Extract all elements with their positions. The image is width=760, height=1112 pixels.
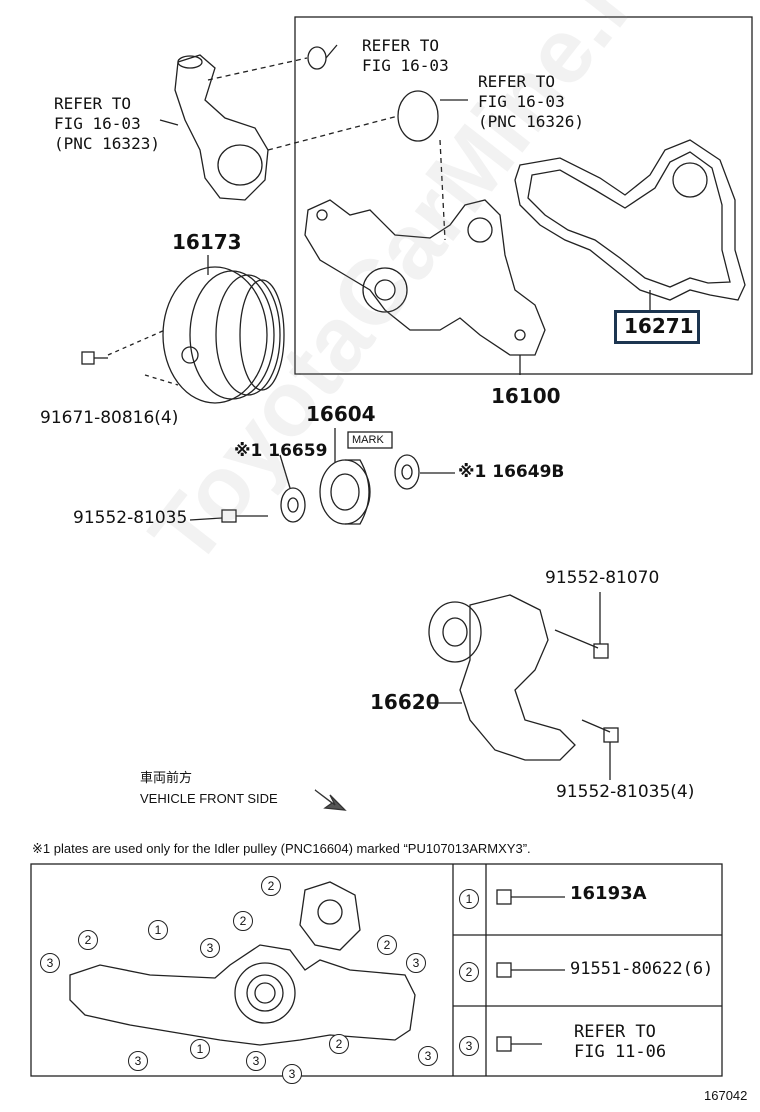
callout: 3 — [200, 938, 220, 958]
direction-en: VEHICLE FRONT SIDE — [140, 791, 278, 806]
water-pump-body — [304, 199, 546, 356]
callout: 3 — [406, 953, 426, 973]
legend-text-2: 91551-80622(6) — [570, 959, 714, 979]
callout: 3 — [246, 1051, 266, 1071]
callout: 3 — [128, 1051, 148, 1071]
callout: 2 — [78, 930, 98, 950]
legend-bolt-3 — [496, 1036, 542, 1052]
bolt-91552-81035-label: 91552-81035 — [73, 508, 188, 528]
callout: 2 — [261, 876, 281, 896]
callout: 1 — [190, 1039, 210, 1059]
bolt-91552-81070-label: 91552-81070 — [545, 568, 660, 588]
pnc-16604: 16604 — [306, 402, 376, 426]
mark-label: MARK — [352, 434, 384, 446]
front-direction-arrow — [314, 789, 347, 811]
legend-num-3: 3 — [459, 1036, 479, 1056]
legend-bolt-1 — [496, 889, 542, 905]
pnc-16100: 16100 — [491, 384, 561, 408]
refer-label-3: REFER TO FIG 16-03 (PNC 16326) — [478, 72, 584, 131]
plate-16659 — [280, 487, 306, 523]
pnc-16659: ※1 16659 — [234, 441, 328, 461]
bolt-91552-81035-4-label: 91552-81035(4) — [556, 782, 695, 802]
refer-label-2: REFER TO FIG 16-03 (PNC 16323) — [54, 94, 160, 153]
bolt-91671-label: 91671-80816(4) — [40, 408, 179, 428]
water-pump-assembly-box — [294, 16, 753, 375]
bolt-91552-81070 — [554, 629, 609, 659]
bolt-91552-81035-4 — [581, 719, 619, 743]
callout: 3 — [282, 1064, 302, 1084]
legend-text-3: REFER TO FIG 11-06 — [574, 1022, 667, 1062]
callout: 2 — [329, 1034, 349, 1054]
detail-box — [30, 863, 723, 1077]
callout: 2 — [377, 935, 397, 955]
callout: 3 — [40, 953, 60, 973]
pnc-16649b: ※1 16649B — [458, 462, 565, 482]
gasket — [514, 139, 746, 301]
legend-bolt-2 — [496, 962, 542, 978]
legend-num-1: 1 — [459, 889, 479, 909]
detail-pump-outline — [69, 881, 416, 1046]
legend-num-2: 2 — [459, 962, 479, 982]
footnote: ※1 plates are used only for the Idler pu… — [32, 841, 531, 856]
belt-tensioner — [428, 594, 576, 761]
page-number: 167042 — [704, 1088, 748, 1103]
callout: 2 — [233, 911, 253, 931]
pnc-16271-highlight — [614, 310, 700, 344]
direction-jp: 車両前方 — [140, 770, 193, 785]
idler-pulley — [319, 459, 371, 525]
o-ring-small — [307, 46, 327, 70]
o-ring-large — [397, 90, 439, 142]
bolt-91552-81035 — [221, 509, 268, 523]
pnc-16173: 16173 — [172, 230, 242, 254]
water-pump-pulley — [162, 266, 285, 404]
bolt-91671 — [81, 351, 108, 365]
callout: 1 — [148, 920, 168, 940]
plate-16649b — [394, 454, 420, 490]
refer-label-1: REFER TO FIG 16-03 — [362, 36, 449, 75]
pnc-16620: 16620 — [370, 690, 440, 714]
pnc-16271: 16271 — [624, 314, 694, 338]
mark-box — [347, 431, 393, 449]
legend-text-1: 16193A — [570, 883, 647, 904]
callout: 3 — [418, 1046, 438, 1066]
